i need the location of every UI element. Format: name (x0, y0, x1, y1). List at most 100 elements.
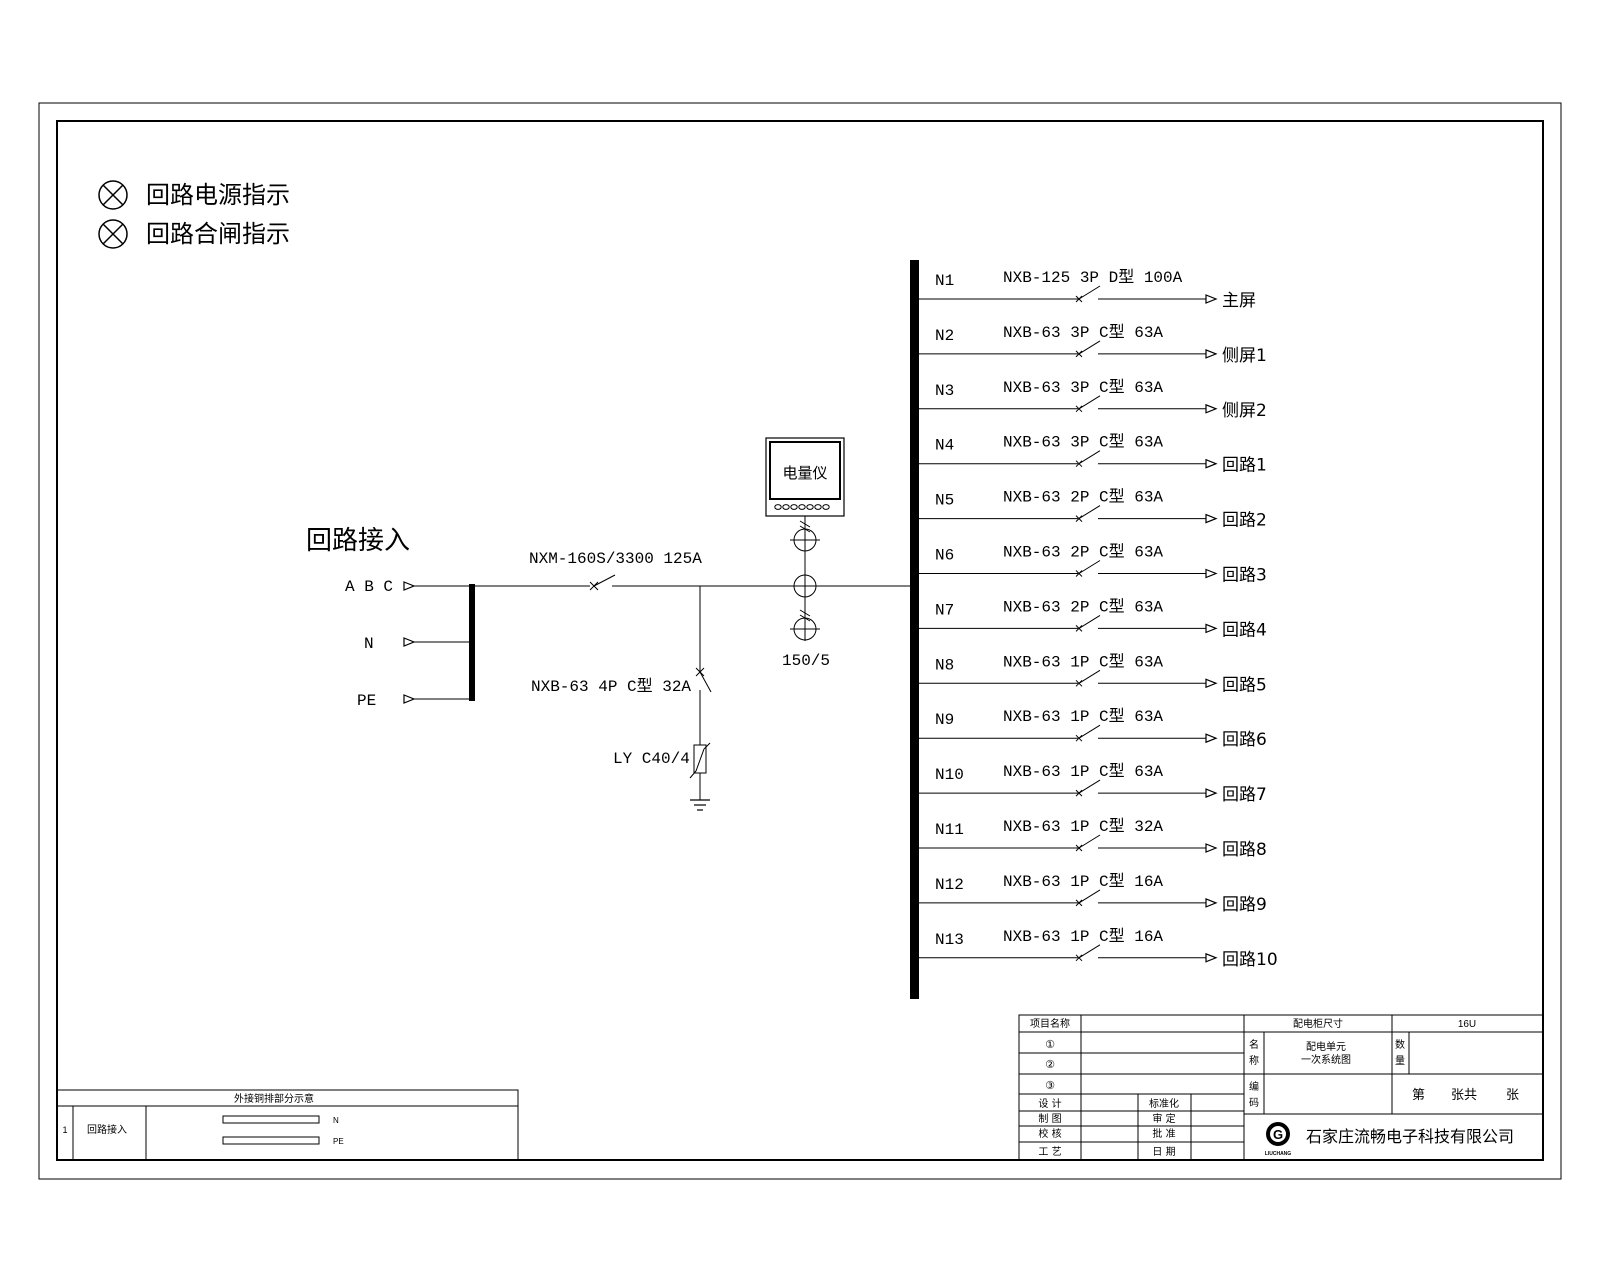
circuit-id: N7 (935, 601, 954, 619)
main-breaker-symbol (589, 574, 616, 591)
title-block (1018, 1014, 1544, 1161)
incoming-busbar (469, 584, 475, 701)
circuit-id: N3 (935, 382, 954, 400)
sheet-text-3: 张 (1506, 1088, 1519, 1103)
sheet-text-2: 张共 (1451, 1088, 1477, 1103)
ct-ratio-label: 150/5 (782, 652, 830, 670)
terminal-arrow-icon (1205, 513, 1218, 524)
sign-approver: 批 准 (1152, 1127, 1175, 1140)
copper-table-row-label: 回路接入 (87, 1123, 127, 1136)
code-label: 编 (1249, 1080, 1259, 1093)
copper-table-title: 外接铜排部分示意 (234, 1092, 314, 1105)
circuit-breaker-label: NXB-63 2P C型 63A (1003, 597, 1163, 616)
terminal-arrow-icon (1205, 568, 1218, 579)
circuit-row: N8 NXB-63 1P C型 63A 回路5 (919, 652, 1267, 695)
sign-designer: 设 计 (1038, 1097, 1061, 1110)
quantity-label: 量 (1395, 1055, 1405, 1067)
breaker-blade (1078, 285, 1101, 300)
sign-standardization: 标准化 (1149, 1097, 1179, 1110)
breaker-blade (1078, 395, 1101, 410)
circuit-destination: 回路9 (1222, 895, 1267, 915)
legend-label-power: 回路电源指示 (146, 181, 290, 209)
legend: 回路电源指示 回路合闸指示 (98, 180, 290, 249)
terminal-arrow-icon (1205, 623, 1218, 634)
terminal-arrow-icon (403, 581, 416, 704)
circuit-id: N6 (935, 547, 954, 565)
circuit-destination: 侧屏1 (1222, 346, 1267, 366)
ground-icon (690, 799, 710, 811)
circuit-destination: 回路8 (1222, 840, 1267, 860)
copper-bar-pe-label: PE (333, 1137, 344, 1146)
sign-checker: 校 核 (1038, 1127, 1061, 1140)
sign-date: 日 期 (1152, 1146, 1175, 1158)
indicator-lamp-icon (98, 219, 128, 249)
terminal-arrow-icon (1205, 678, 1218, 689)
terminal-arrow-icon (1205, 294, 1218, 304)
circuit-id: N2 (935, 327, 954, 345)
breaker-blade (1078, 779, 1101, 794)
breaker-blade (1078, 450, 1101, 465)
breaker-blade (1078, 944, 1101, 959)
circuit-breaker-label: NXB-125 3P D型 100A (1003, 268, 1183, 287)
circuit-breaker-label: NXB-63 2P C型 63A (1003, 488, 1163, 507)
circuit-destination: 回路5 (1222, 675, 1267, 695)
code-label: 码 (1249, 1097, 1259, 1109)
cabinet-size-label: 配电柜尺寸 (1293, 1017, 1343, 1030)
copper-table-row-no: 1 (62, 1125, 67, 1135)
sign-reviewer: 审 定 (1152, 1112, 1175, 1125)
terminal-arrow-icon (1205, 403, 1218, 414)
breaker-blade (1078, 505, 1101, 520)
incoming-section: 回路接入 A B C N PE NXM-160S/3300 125A NXB-6… (306, 437, 912, 811)
spd-label: LY C40/4 (613, 750, 690, 768)
spd-breaker-label: NXB-63 4P C型 32A (531, 677, 691, 696)
circuit-id: N12 (935, 876, 964, 894)
distribution-busbar (910, 260, 919, 999)
circuit-breaker-label: NXB-63 2P C型 63A (1003, 543, 1163, 562)
spd-breaker-symbol (695, 667, 712, 693)
circuit-breaker-label: NXB-63 1P C型 63A (1003, 762, 1163, 781)
circuit-id: N8 (935, 656, 954, 674)
breaker-blade (1078, 834, 1101, 849)
breaker-blade (1078, 560, 1101, 574)
terminal-arrow-icon (1205, 843, 1218, 853)
circuit-breaker-label: NXB-63 3P C型 63A (1003, 323, 1163, 342)
sign-process: 工 艺 (1038, 1146, 1061, 1158)
name-label: 称 (1249, 1054, 1259, 1067)
copper-bar-pe (222, 1136, 320, 1145)
name-label: 名 (1249, 1038, 1259, 1051)
breaker-blade (1078, 889, 1101, 904)
sign-drafter: 制 图 (1038, 1112, 1061, 1125)
terminal-arrow-icon (1205, 788, 1218, 798)
circuit-breaker-label: NXB-63 3P C型 63A (1003, 433, 1163, 452)
breaker-blade (1078, 614, 1101, 629)
circuit-breaker-label: NXB-63 1P C型 63A (1003, 652, 1163, 671)
circuit-destination: 回路10 (1222, 950, 1278, 970)
phase-label-n: N (364, 635, 374, 653)
circuit-id: N9 (935, 711, 954, 729)
current-transformer-icon (790, 520, 820, 641)
circuit-row: N2 NXB-63 3P C型 63A 侧屏1 (919, 323, 1267, 366)
incoming-title: 回路接入 (306, 526, 410, 556)
circuit-destination: 回路1 (1222, 456, 1267, 476)
title-block-text: 项目名称 配电柜尺寸 16U ① ② ③ 名 称 配电单元 一次系统图 数 量 … (1030, 1017, 1519, 1158)
main-breaker-label: NXM-160S/3300 125A (529, 550, 702, 568)
circuit-id: N1 (935, 272, 954, 290)
circuit-destination: 侧屏2 (1222, 401, 1267, 421)
company-name: 石家庄流畅电子科技有限公司 (1306, 1127, 1514, 1146)
circuit-breaker-label: NXB-63 1P C型 16A (1003, 872, 1163, 891)
drawing-name-line-2: 一次系统图 (1301, 1053, 1351, 1066)
circuit-breaker-label: NXB-63 1P C型 63A (1003, 707, 1163, 726)
circuit-id: N10 (935, 766, 964, 784)
meter-label: 电量仪 (782, 464, 827, 482)
quantity-label: 数 (1395, 1038, 1405, 1051)
